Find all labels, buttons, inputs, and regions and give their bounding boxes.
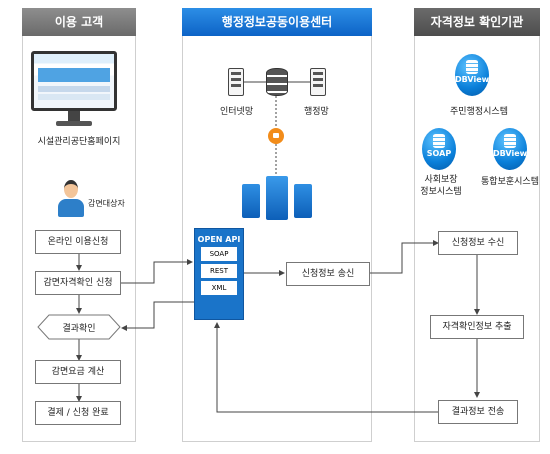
step-online-apply: 온라인 이용신청 [35,230,121,254]
api-rest: REST [201,264,237,278]
customer-panel-title: 이용 고객 [22,8,136,36]
step-eligibility-request: 감면자격확인 신청 [35,271,121,295]
social-system-label: 사회보장 정보시스템 [420,175,462,197]
arrow-api-to-result [121,301,194,331]
monitor-icon [31,51,117,129]
center-panel-title: 행정정보공동이용센터 [182,8,372,36]
open-api-title: OPEN API [197,235,241,244]
step-fee-calc: 감면요금 계산 [35,360,121,384]
open-api-box: OPEN API SOAP REST XML [194,228,244,320]
step-receive-request: 신청정보 수신 [438,231,518,255]
veterans-badge: DBView [493,149,528,158]
arrow-request-to-api [121,259,193,284]
veterans-system-label: 통합보훈시스템 [481,177,539,187]
api-soap: SOAP [201,247,237,261]
admin-network-label: 행정망 [304,107,329,117]
resident-badge: DBView [455,75,490,84]
decision-label: 결과확인 [62,324,96,334]
social-badge: SOAP [426,149,452,158]
arrow-send-to-receive [370,240,439,274]
soap-icon-social: SOAP [422,128,456,170]
lock-icon [268,128,284,144]
dbview-icon-resident: DBView [455,54,489,96]
step-payment-done: 결제 / 신청 완료 [35,401,121,425]
decision-diamond: 결과확인 [37,314,121,340]
step-send-request: 신청정보 송신 [286,262,370,286]
internet-server-icon [228,68,244,96]
resident-system-label: 주민행정시스템 [450,107,508,117]
website-label: 시설관리공단홈페이지 [37,137,121,147]
step-transmit-result: 결과정보 전송 [438,400,518,424]
agency-panel-title: 자격정보 확인기관 [414,8,540,36]
dbview-icon-veterans: DBView [493,128,527,170]
admin-server-icon [310,68,326,96]
person-icon [57,180,85,220]
internet-network-label: 인터넷망 [220,107,254,117]
arrow-result-to-api [214,322,438,413]
step-extract-eligibility: 자격확인정보 추출 [430,315,524,339]
api-xml: XML [201,281,237,295]
server-cluster-icon [242,176,312,220]
database-icon [266,68,288,96]
person-label: 감면대상자 [88,199,125,208]
